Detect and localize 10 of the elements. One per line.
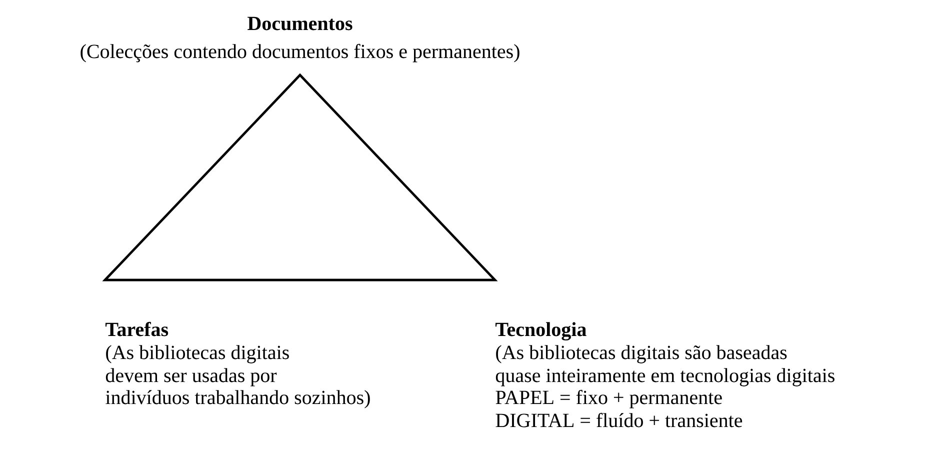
description-text: indivíduos trabalhando sozinhos) [106,390,370,408]
heading: Tecnologia [496,322,586,340]
formula-text: PAPEL = fixo + permanente [496,390,722,408]
description-text: (As bibliotecas digitais [106,345,289,364]
formula-text: DIGITAL = fluído + transiente [496,412,742,428]
description-text: (As bibliotecas digitais são baseadas [496,345,787,364]
heading: Tarefas [106,322,168,336]
description-text: quase inteiramente em tecnologias digitais [496,368,834,386]
heading: Documentos [248,16,352,30]
description-text: devem ser usadas por [106,368,277,386]
